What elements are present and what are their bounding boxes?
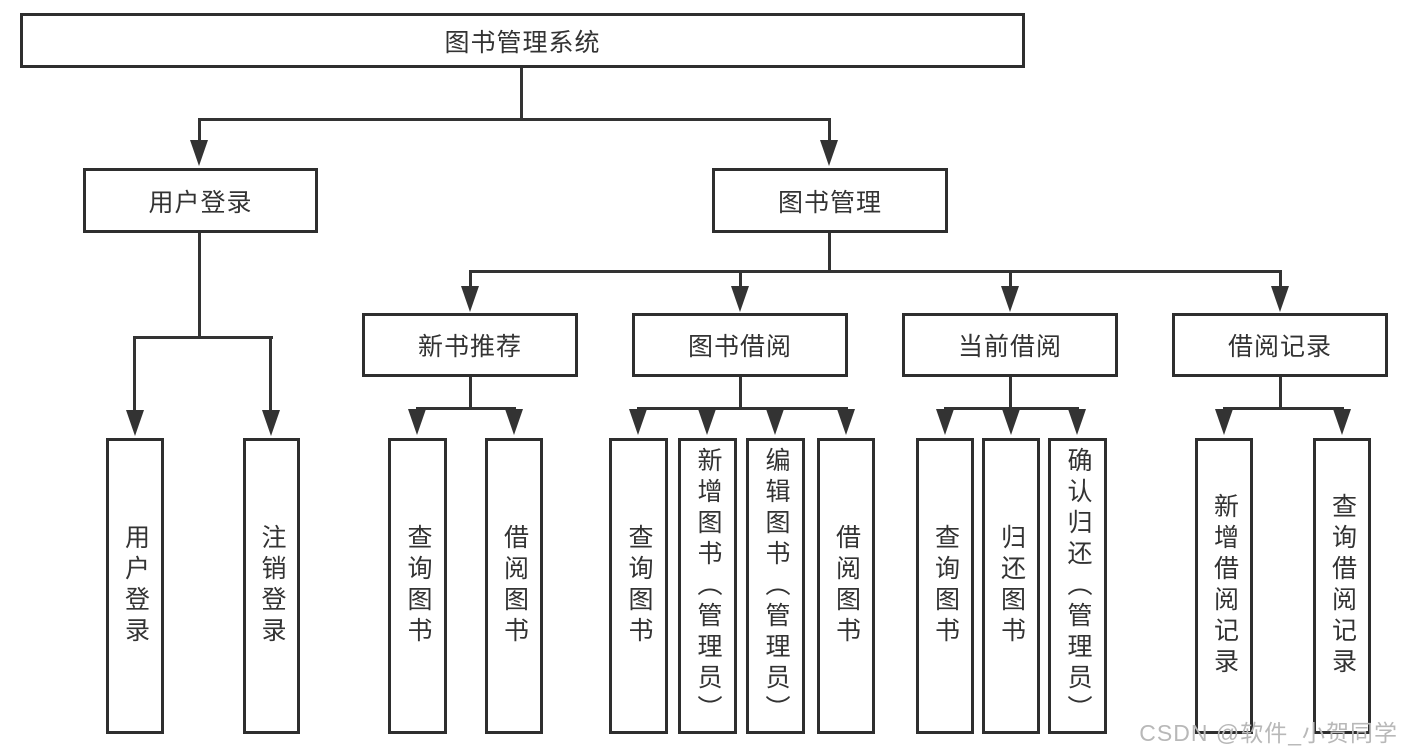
node-logout-action-label: 注销登录	[258, 524, 286, 648]
arrowhead-icon	[698, 409, 716, 435]
connector-line	[416, 407, 516, 410]
node-book-management: 图书管理	[712, 168, 948, 233]
arrowhead-icon	[837, 409, 855, 435]
arrowhead-icon	[936, 409, 954, 435]
arrowhead-icon	[1068, 409, 1086, 435]
connector-line	[637, 407, 848, 410]
arrowhead-icon	[629, 409, 647, 435]
connector-line	[469, 270, 1282, 273]
arrowhead-icon	[126, 410, 144, 436]
node-new-book-recommend-label: 新书推荐	[417, 333, 522, 361]
node-new-book-recommend: 新书推荐	[362, 313, 578, 377]
node-borrow-query-book: 查询图书	[609, 438, 668, 734]
node-record-query-record-label: 查询借阅记录	[1328, 493, 1357, 679]
node-borrow-borrow-book-label: 借阅图书	[832, 524, 861, 648]
arrowhead-icon	[505, 409, 523, 435]
connector-line	[828, 118, 831, 142]
connector-line	[133, 336, 136, 412]
arrowhead-icon	[731, 286, 749, 312]
connector-line	[739, 377, 742, 409]
node-logout-action: 注销登录	[243, 438, 300, 734]
connector-line	[828, 233, 831, 272]
node-current-query-book: 查询图书	[916, 438, 974, 734]
connector-line	[1009, 377, 1012, 409]
node-root-label: 图书管理系统	[444, 28, 601, 57]
connector-line	[1279, 270, 1282, 290]
connector-line	[469, 270, 472, 290]
arrowhead-icon	[1215, 409, 1233, 435]
node-user-login-label: 用户登录	[148, 188, 253, 217]
node-book-borrow-label: 图书借阅	[687, 333, 792, 361]
node-record-add-record-label: 新增借阅记录	[1210, 493, 1239, 679]
arrowhead-icon	[1002, 409, 1020, 435]
node-recommend-borrow-book: 借阅图书	[485, 438, 543, 734]
connector-line	[1009, 270, 1012, 290]
node-borrow-edit-book: 编辑图书（管理员）	[746, 438, 805, 734]
node-login-action: 用户登录	[106, 438, 164, 734]
connector-line	[198, 233, 201, 338]
arrowhead-icon	[262, 410, 280, 436]
arrowhead-icon	[820, 140, 838, 166]
connector-line	[520, 68, 523, 120]
connector-line	[269, 336, 272, 412]
connector-line	[1223, 407, 1344, 410]
connector-line	[198, 118, 201, 142]
node-book-borrow: 图书借阅	[632, 313, 848, 377]
arrowhead-icon	[190, 140, 208, 166]
connector-line	[1279, 377, 1282, 409]
arrowhead-icon	[408, 409, 426, 435]
node-borrow-add-book: 新增图书（管理员）	[678, 438, 737, 734]
node-user-login: 用户登录	[83, 168, 318, 233]
arrowhead-icon	[1271, 286, 1289, 312]
node-borrow-record-label: 借阅记录	[1227, 333, 1332, 361]
connector-line	[944, 407, 1079, 410]
node-record-query-record: 查询借阅记录	[1313, 438, 1371, 734]
node-recommend-query-book-label: 查询图书	[404, 524, 432, 648]
node-current-return-book: 归还图书	[982, 438, 1040, 734]
node-record-add-record: 新增借阅记录	[1195, 438, 1253, 734]
arrowhead-icon	[1333, 409, 1351, 435]
node-current-return-book-label: 归还图书	[997, 524, 1026, 648]
node-current-borrow: 当前借阅	[902, 313, 1118, 377]
node-current-confirm-return-label: 确认归还（管理员）	[1064, 446, 1092, 726]
node-current-query-book-label: 查询图书	[931, 524, 960, 648]
node-book-management-label: 图书管理	[777, 188, 882, 217]
arrowhead-icon	[766, 409, 784, 435]
arrowhead-icon	[461, 286, 479, 312]
node-borrow-edit-book-label: 编辑图书（管理员）	[762, 446, 790, 726]
node-current-borrow-label: 当前借阅	[957, 333, 1062, 361]
node-root: 图书管理系统	[20, 13, 1025, 68]
node-recommend-query-book: 查询图书	[388, 438, 447, 734]
connector-line	[739, 270, 742, 290]
connector-line	[469, 377, 472, 409]
watermark: CSDN @软件_小贺同学	[1139, 720, 1398, 746]
node-login-action-label: 用户登录	[121, 524, 150, 648]
connector-line	[133, 336, 273, 339]
node-current-confirm-return: 确认归还（管理员）	[1048, 438, 1107, 734]
arrowhead-icon	[1001, 286, 1019, 312]
node-borrow-query-book-label: 查询图书	[625, 524, 653, 648]
node-borrow-borrow-book: 借阅图书	[817, 438, 875, 734]
node-borrow-add-book-label: 新增图书（管理员）	[694, 446, 722, 726]
node-borrow-record: 借阅记录	[1172, 313, 1388, 377]
connector-line	[198, 118, 831, 121]
node-recommend-borrow-book-label: 借阅图书	[500, 524, 529, 648]
